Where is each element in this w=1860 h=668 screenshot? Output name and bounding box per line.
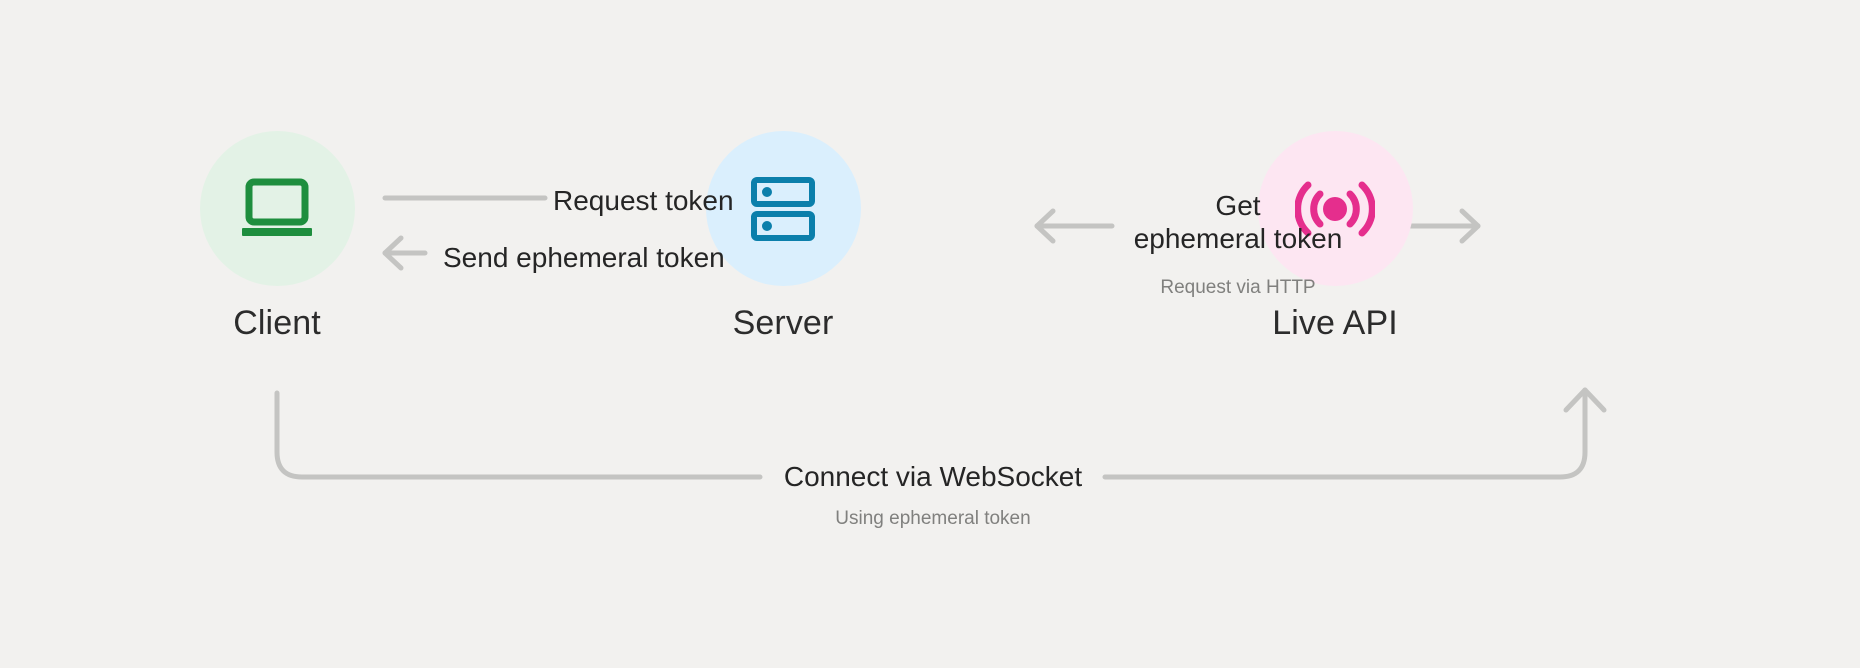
live-api-icon-circle xyxy=(1257,131,1413,286)
edge-get-ephemeral-left-arrow xyxy=(1034,208,1115,244)
laptop-icon xyxy=(242,178,312,236)
edge-label-get-ephemeral-token: Get ephemeral token xyxy=(1118,189,1358,255)
server-icon-circle xyxy=(705,131,861,286)
edge-label-send-ephemeral-token: Send ephemeral token xyxy=(443,242,725,273)
node-label-live-api: Live API xyxy=(1272,304,1398,342)
server-icon xyxy=(751,176,815,241)
node-label-server: Server xyxy=(732,304,834,342)
edge-label-get-ephemeral-line1: Get xyxy=(1215,190,1261,221)
edge-label-get-ephemeral-line2: ephemeral token xyxy=(1133,223,1343,255)
node-client[interactable]: Client xyxy=(157,131,397,340)
edge-label-connect-websocket: Connect via WebSocket xyxy=(783,461,1083,492)
edge-sublabel-using-ephemeral-token: Using ephemeral token xyxy=(835,508,1031,529)
edge-label-request-token: Request token xyxy=(553,185,734,216)
node-label-client: Client xyxy=(233,304,321,342)
broadcast-icon xyxy=(1295,181,1375,236)
client-icon-circle xyxy=(199,131,355,286)
node-live-api[interactable]: Live API xyxy=(1215,131,1455,340)
node-server[interactable]: Server xyxy=(663,131,903,340)
edge-sublabel-request-via-http: Request via HTTP xyxy=(1160,277,1316,298)
